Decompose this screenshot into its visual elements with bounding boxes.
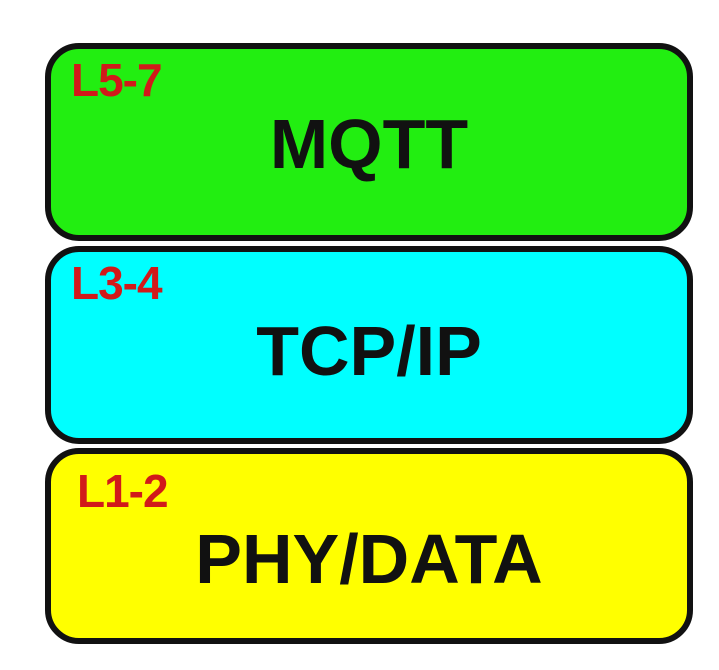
layer-name: PHY/DATA (195, 520, 543, 598)
layer-tag: L3-4 (71, 257, 163, 309)
layer-transport-network: L3-4 TCP/IP (45, 246, 693, 444)
layer-name: TCP/IP (256, 312, 482, 390)
layer-application: L5-7 MQTT (45, 43, 693, 241)
layer-tag: L1-2 (77, 465, 169, 517)
layer-name: MQTT (269, 105, 469, 183)
layer-physical-datalink: L1-2 PHY/DATA (45, 448, 693, 644)
layer-tag: L5-7 (71, 54, 163, 106)
